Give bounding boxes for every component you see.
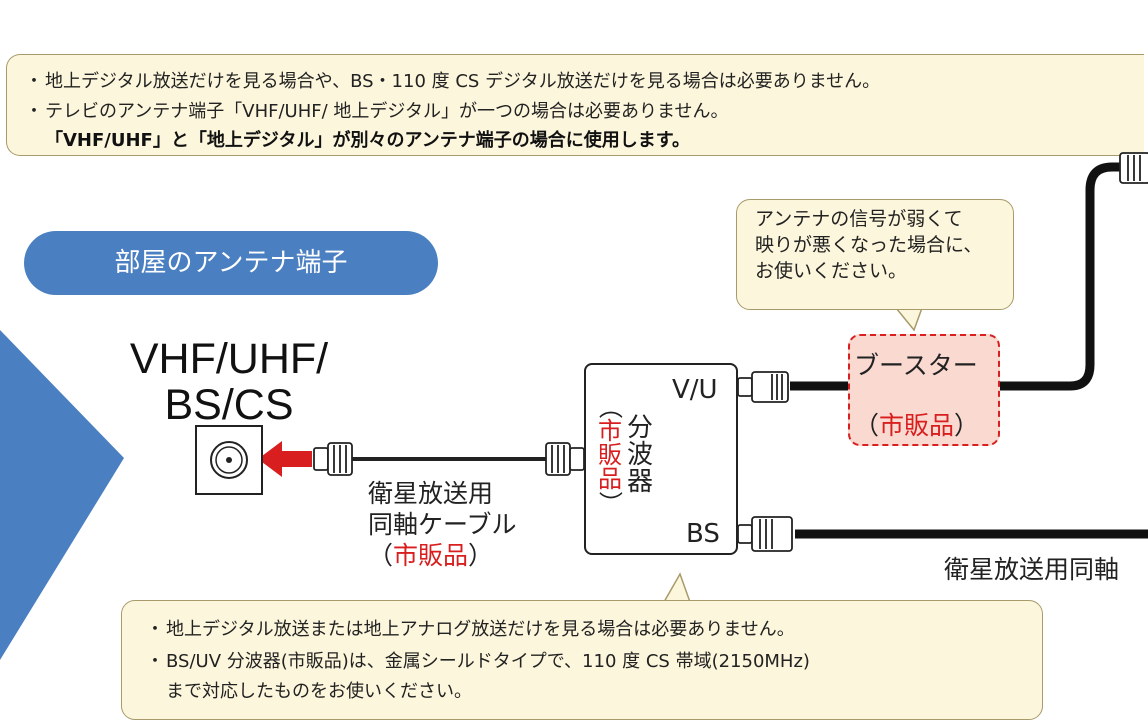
bottom-note-line-2: ・BS/UV 分波器(市販品)は、金属シールドタイプで、110 度 CS 帯域(…: [146, 651, 810, 672]
diagram-graphics: [0, 152, 1148, 660]
port-bs-label: BS: [686, 519, 720, 549]
booster-commercial: （市販品）: [854, 411, 980, 440]
bubble-tail-bottom: [662, 572, 692, 603]
big-blue-arrow: [0, 330, 124, 660]
splitter-box: V/U BS （ 市 販 品 ） 分 波 器: [584, 363, 738, 555]
cable-right-label: 衛星放送用同軸: [944, 555, 1120, 584]
connector-splitter-in: [545, 442, 585, 476]
top-note-line-1: ・地上デジタル放送だけを見る場合や、BS・110 度 CS デジタル放送だけを見…: [25, 71, 881, 92]
booster-label: ブースター: [854, 351, 978, 380]
cable-vu: [790, 162, 1130, 391]
red-arrow: [258, 441, 312, 477]
cable-left-label: 衛星放送用 同軸ケーブル （市販品）: [368, 479, 517, 570]
booster-note-bubble: アンテナの信号が弱くて 映りが悪くなった場合に、 お使いください。: [736, 199, 1014, 310]
bottom-note-line-1: ・地上デジタル放送または地上アナログ放送だけを見る場合は必要ありません。: [146, 619, 795, 640]
terminal-type-label: VHF/UHF/ BS/CS: [129, 335, 329, 429]
bottom-note-line-3: まで対応したものをお使いください。: [166, 681, 472, 702]
bubble-tail-booster: [894, 307, 924, 332]
top-note-line-2: ・テレビのアンテナ端子「VHF/UHF/ 地上デジタル」が一つの場合は必要ありま…: [25, 101, 729, 122]
connector-bs: [737, 516, 793, 552]
splitter-commercial-vertical: （ 市 販 品 ）: [596, 395, 624, 515]
connector-top-right: [1119, 152, 1148, 184]
wall-socket: [195, 425, 263, 495]
port-vu-label: V/U: [672, 375, 718, 405]
booster-box: ブースター （市販品）: [848, 334, 1000, 446]
top-note-line-3: 「VHF/UHF」と「地上デジタル」が別々のアンテナ端子の場合に使用します。: [45, 130, 690, 151]
connector-vu: [737, 371, 789, 403]
top-note: ・地上デジタル放送だけを見る場合や、BS・110 度 CS デジタル放送だけを見…: [6, 54, 1144, 156]
bottom-note: ・地上デジタル放送または地上アナログ放送だけを見る場合は必要ありません。 ・BS…: [121, 600, 1043, 720]
room-terminal-pill: 部屋のアンテナ端子: [24, 231, 438, 295]
connector-left: [313, 442, 353, 476]
splitter-name-vertical: 分 波 器: [626, 413, 653, 497]
